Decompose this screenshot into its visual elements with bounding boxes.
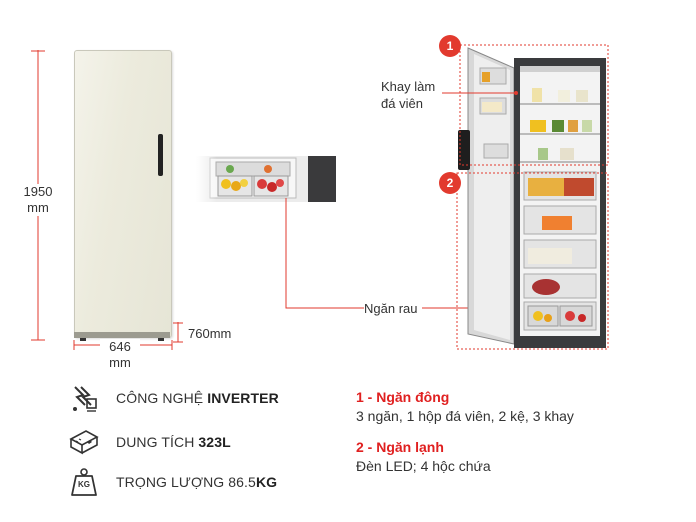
depth-value: 760mm [188, 326, 232, 341]
fridge-base [74, 332, 170, 338]
zone-fridge-title: 2 - Ngăn lạnh [356, 439, 444, 455]
fridge-handle [158, 134, 163, 176]
fridge-foot-left [80, 338, 86, 341]
ice-tray-callout-line1: Khay làm [381, 79, 436, 94]
width-unit: mm [109, 355, 131, 370]
ice-tray-callout-line2: đá viên [381, 96, 423, 111]
zone-freezer-desc: 3 ngăn, 1 hộp đá viên, 2 kệ, 3 khay [356, 408, 574, 424]
feature-capacity-prefix: DUNG TÍCH [116, 434, 199, 450]
feature-inverter-prefix: CÔNG NGHỆ [116, 390, 208, 406]
width-number: 646 [109, 339, 131, 354]
veg-drawer-callout: Ngăn rau [364, 301, 418, 316]
weight-icon: KG [68, 466, 100, 498]
feature-inverter-text: CÔNG NGHỆ INVERTER [116, 390, 279, 406]
ice-tray-callout: Khay làm đá viên [381, 78, 435, 112]
zone-freezer-info: 1 - Ngăn đông 3 ngăn, 1 hộp đá viên, 2 k… [356, 389, 574, 424]
fridge-front-image [74, 50, 172, 338]
feature-inverter-bold: INVERTER [207, 390, 279, 406]
height-value: 1950 mm [20, 184, 56, 216]
depth-dimension-line [173, 322, 183, 343]
zone-fridge-desc: Đèn LED; 4 hộc chứa [356, 458, 491, 474]
feature-weight-prefix: TRỌNG LƯỢNG 86.5 [116, 474, 256, 490]
height-number: 1950 [23, 184, 53, 199]
width-value: 646 mm [100, 339, 140, 371]
feature-inverter: CÔNG NGHỆ INVERTER [68, 382, 279, 414]
feature-weight: KG TRỌNG LƯỢNG 86.5KG [68, 466, 277, 498]
height-unit: mm [27, 200, 49, 215]
zone-frames [456, 44, 609, 350]
zone-badge-2: 2 [439, 172, 461, 194]
feature-weight-text: TRỌNG LƯỢNG 86.5KG [116, 474, 277, 490]
veg-drawer-closeup-image [196, 156, 336, 202]
fridge-foot-right [158, 338, 164, 341]
feature-weight-bold: KG [255, 474, 278, 490]
weight-icon-label: KG [78, 480, 90, 489]
open-fridge-image [458, 47, 606, 348]
capacity-icon [68, 426, 100, 458]
zone-freezer-title: 1 - Ngăn đông [356, 389, 450, 405]
ice-tray-leader-line [442, 91, 518, 95]
feature-capacity-bold: 323L [198, 434, 231, 450]
feature-capacity: DUNG TÍCH 323L [68, 426, 231, 458]
zone-fridge-info: 2 - Ngăn lạnh Đèn LED; 4 hộc chứa [356, 439, 491, 474]
inverter-chip-icon [68, 382, 100, 414]
feature-capacity-text: DUNG TÍCH 323L [116, 434, 231, 450]
zone-badge-1: 1 [439, 35, 461, 57]
